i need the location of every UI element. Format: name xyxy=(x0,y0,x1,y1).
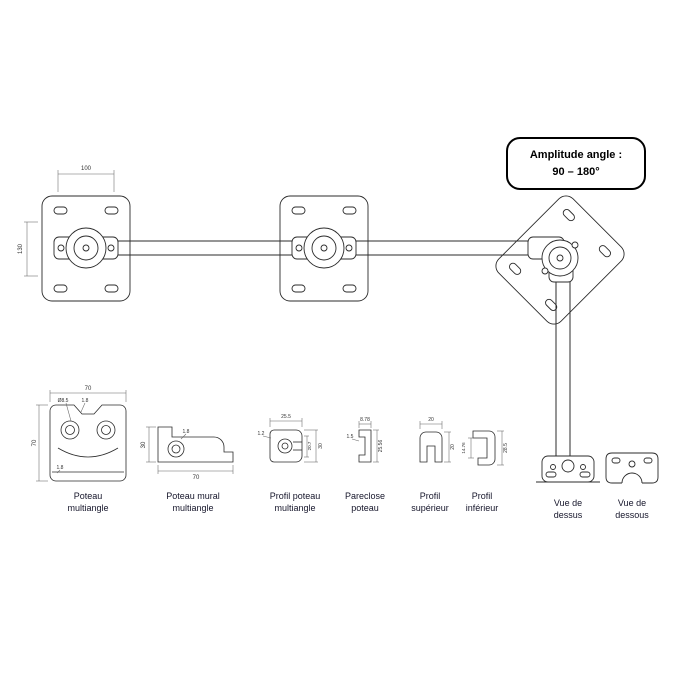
label-line: multiangle xyxy=(274,503,316,514)
vertical-rail xyxy=(555,262,571,460)
svg-text:70: 70 xyxy=(193,475,200,481)
label-vue-dessous: Vue de dessous xyxy=(597,497,667,521)
svg-text:30: 30 xyxy=(141,441,147,448)
svg-text:1.8: 1.8 xyxy=(183,429,190,435)
dim-text-100: 100 xyxy=(81,166,92,172)
svg-text:20: 20 xyxy=(428,417,434,423)
svg-text:28.5: 28.5 xyxy=(503,443,509,453)
svg-text:30: 30 xyxy=(318,443,324,449)
corner-hinge xyxy=(527,236,579,283)
label-line: Profil xyxy=(419,491,441,501)
dims-profil-inferieur: 14.76 28.5 xyxy=(461,430,509,466)
label-pareclose: Pareclose poteau xyxy=(330,490,400,514)
svg-text:1.5: 1.5 xyxy=(347,434,354,440)
label-line: Vue de xyxy=(553,498,583,508)
label-line: dessous xyxy=(615,510,649,521)
dim-text-130: 130 xyxy=(18,243,24,254)
label-line: Poteau mural xyxy=(166,491,220,501)
dim-plate-width: 100 xyxy=(57,166,115,192)
top-view-bracket xyxy=(536,455,600,483)
label-line: Pareclose xyxy=(344,491,386,501)
label-line: multiangle xyxy=(172,503,214,514)
svg-text:70: 70 xyxy=(32,439,38,446)
amplitude-badge-title: Amplitude angle : xyxy=(529,149,623,161)
label-line: poteau xyxy=(351,503,379,514)
label-poteau-multiangle: Poteau multiangle xyxy=(43,490,133,514)
svg-text:1.8: 1.8 xyxy=(57,465,64,471)
label-profil-superieur: Profil supérieur xyxy=(395,490,465,514)
left-hinge xyxy=(53,227,119,269)
svg-text:20: 20 xyxy=(450,444,456,450)
svg-text:14.76: 14.76 xyxy=(461,442,466,454)
svg-text:1.8: 1.8 xyxy=(82,398,89,404)
pareclose-section xyxy=(358,429,372,463)
svg-text:8.78: 8.78 xyxy=(360,417,370,423)
svg-text:Ø8.5: Ø8.5 xyxy=(58,398,69,404)
svg-text:25.5: 25.5 xyxy=(281,414,291,420)
dim-plate-height: 130 xyxy=(18,221,38,277)
dims-profil-superieur: 20 20 xyxy=(419,417,456,463)
amplitude-badge-value: 90 – 180° xyxy=(552,165,600,178)
profil-inferieur-section xyxy=(472,430,496,466)
poteau-mural-section xyxy=(157,426,234,463)
label-profil-inferieur: Profil inférieur xyxy=(447,490,517,514)
poteau-multiangle-section xyxy=(49,404,127,482)
label-line: inférieur xyxy=(465,503,499,514)
label-line: Vue de xyxy=(617,498,647,508)
label-line: Profil xyxy=(471,491,493,501)
svg-text:25.56: 25.56 xyxy=(378,440,384,453)
label-line: Profil poteau xyxy=(269,491,321,501)
label-profil-poteau: Profil poteau multiangle xyxy=(250,490,340,514)
label-vue-dessus: Vue de dessus xyxy=(533,497,603,521)
dims-poteau-multiangle: 70 Ø8.5 1.8 70 1.8 xyxy=(32,386,127,482)
label-line: dessus xyxy=(553,510,583,521)
profil-superieur-section xyxy=(419,431,443,463)
dims-profil-poteau: 25.5 1.2 20.7 30 xyxy=(258,414,324,463)
label-line: Poteau xyxy=(73,491,103,501)
amplitude-badge: Amplitude angle : 90 – 180° xyxy=(506,137,646,190)
middle-hinge xyxy=(291,227,357,269)
label-line: multiangle xyxy=(67,503,109,514)
svg-text:20.7: 20.7 xyxy=(307,441,312,450)
label-line: supérieur xyxy=(411,503,449,514)
bottom-view-bracket xyxy=(605,452,659,484)
dims-poteau-mural: 30 70 1.8 xyxy=(141,426,234,481)
profil-poteau-section xyxy=(269,429,303,463)
svg-text:70: 70 xyxy=(85,386,92,392)
dims-pareclose: 8.78 1.5 25.56 xyxy=(347,417,384,463)
svg-text:1.2: 1.2 xyxy=(258,431,265,437)
label-poteau-mural: Poteau mural multiangle xyxy=(148,490,238,514)
